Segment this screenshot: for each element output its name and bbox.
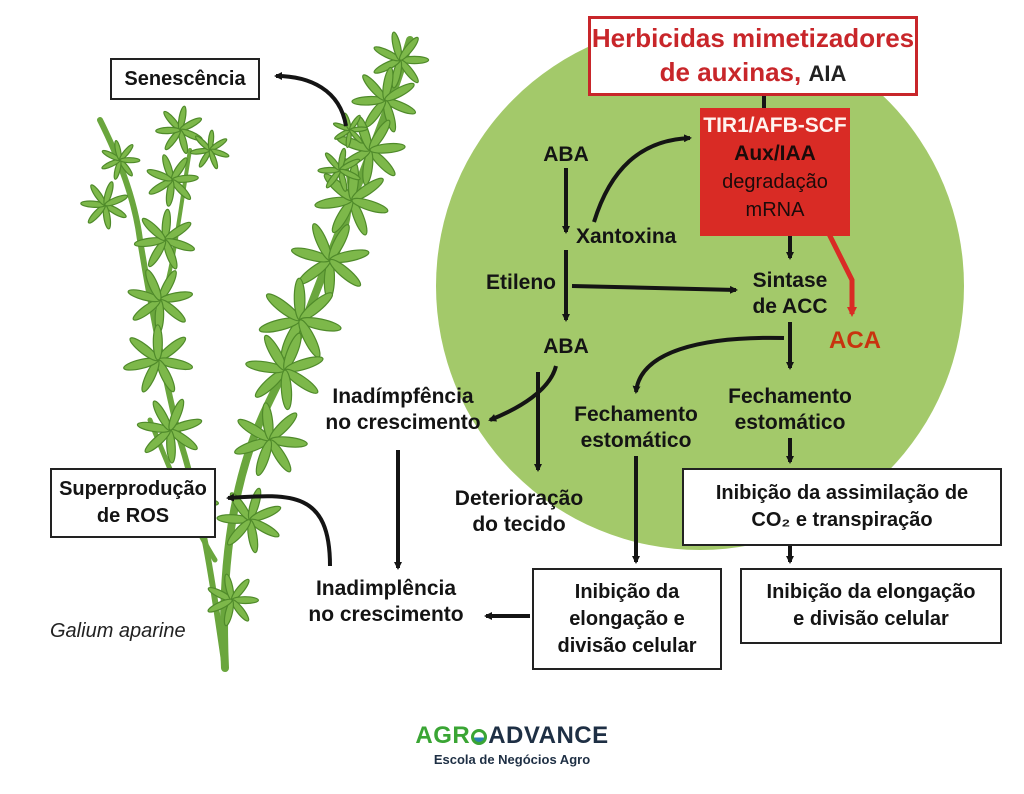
receptor-line1: TIR1/AFB-SCF — [703, 114, 847, 137]
plant-leaf — [369, 142, 406, 154]
box-inibicao-co2-line1: Inibição da assimilação de — [715, 482, 969, 504]
box-inibicao-center-line2: elongação e — [569, 607, 685, 630]
herbicide-aia: AIA — [808, 61, 847, 86]
plant-leaf — [146, 169, 173, 182]
box-superproducao-line2: de ROS — [96, 505, 170, 527]
box-inibicao-co2-line2: CO₂ e transpiração — [751, 509, 933, 531]
plant-leaf — [398, 36, 419, 61]
box-inibicao-right: Inibição da elongação e divisão celular — [740, 568, 1002, 644]
receptor-box: TIR1/AFB-SCF Aux/IAA degradação mRNA — [700, 108, 850, 236]
box-superproducao-line1: Superprodução — [59, 478, 207, 500]
box-senescencia-label: Senescência — [124, 67, 246, 90]
plant-leaf — [207, 598, 233, 613]
herbicide-line2: de auxinas, — [659, 57, 802, 87]
logo-part1: AGR — [415, 722, 471, 749]
box-inibicao-right-line1: Inibição da elongação — [766, 581, 976, 603]
receptor-line2: Aux/IAA — [734, 142, 816, 165]
node-sintase: Sintase de ACC — [730, 268, 850, 320]
node-deterioracao: Deterioração do tecido — [444, 486, 594, 538]
node-deter-line1: Deterioração — [454, 487, 584, 510]
plant-leaf — [155, 126, 181, 135]
herbicide-line1: Herbicidas mimetizadores — [591, 23, 915, 53]
node-sintase-line1: Sintase — [752, 269, 828, 292]
node-inadimplencia-bottom: Inadimplência no crescimento — [296, 576, 476, 628]
box-inibicao-center: Inibição da elongação e divisão celular — [532, 568, 722, 670]
receptor-line3: degradação — [722, 171, 828, 193]
plant-leaf — [351, 197, 389, 214]
plant-leaf — [339, 168, 361, 181]
box-inibicao-co2: Inibição da assimilação de CO₂ e transpi… — [682, 468, 1002, 546]
plant-leaf-whorls — [80, 31, 430, 627]
plant-leaf — [141, 217, 166, 241]
box-inibicao-right-line2: e divisão celular — [793, 608, 949, 630]
node-fech-left-line1: Fechamento — [574, 403, 698, 426]
logo-part2: ADVANCE — [488, 722, 609, 749]
plant-leaf — [226, 519, 252, 546]
plant-leaf — [280, 369, 293, 411]
box-inibicao-center-line3: divisão celular — [557, 634, 697, 657]
node-sintase-line2: de ACC — [752, 295, 828, 318]
box-inibicao-center-line1: Inibição da — [574, 580, 680, 603]
node-aba-mid: ABA — [543, 335, 589, 358]
plant-leaf — [255, 439, 273, 477]
red-arrow-to-aca — [823, 226, 857, 317]
box-senescencia: Senescência — [110, 58, 260, 100]
node-fech-right-line2: estomático — [734, 411, 846, 434]
box-superproducao-ros: Superprodução de ROS — [50, 468, 216, 538]
plant-leaf — [104, 194, 129, 207]
node-fech-left-line2: estomático — [580, 429, 692, 452]
pathway-arrows — [226, 72, 794, 620]
node-etileno: Etileno — [485, 271, 556, 294]
logo-tagline: Escola de Negócios Agro — [433, 752, 591, 767]
plant-leaf — [145, 269, 162, 301]
node-fech-right-line1: Fechamento — [728, 385, 852, 408]
node-aba-top: ABA — [543, 143, 589, 166]
node-inad-bottom-line2: no crescimento — [308, 603, 464, 626]
receptor-line4: mRNA — [745, 199, 805, 221]
species-label: Galium aparine — [50, 620, 186, 642]
plant-leaf — [384, 82, 415, 102]
node-aca: ACA — [829, 327, 881, 354]
node-xantoxina: Xantoxina — [576, 225, 677, 248]
node-inad-top-line2: no crescimento — [325, 411, 481, 434]
plant-leaf — [349, 129, 363, 144]
node-inadimpfencia-top: Inadímpfência no crescimento — [318, 384, 488, 436]
plant-leaf — [208, 149, 219, 170]
agroadvance-logo: AGR ADVANCE Escola de Negócios Agro — [400, 722, 624, 767]
node-fechamento-left: Fechamento estomático — [566, 402, 706, 454]
node-inad-bottom-line1: Inadimplência — [315, 577, 457, 600]
node-inad-top-line1: Inadímpfência — [332, 385, 474, 408]
plant-leaf — [168, 398, 185, 431]
plant-leaf — [119, 157, 141, 164]
plant-leaf — [329, 258, 362, 287]
node-deter-line2: do tecido — [472, 513, 566, 536]
plant-leaf — [152, 324, 163, 361]
herbicide-box: Herbicidas mimetizadores de auxinas, AIA — [588, 16, 918, 96]
node-fechamento-right: Fechamento estomático — [720, 384, 860, 436]
globe-o-icon — [471, 729, 488, 745]
